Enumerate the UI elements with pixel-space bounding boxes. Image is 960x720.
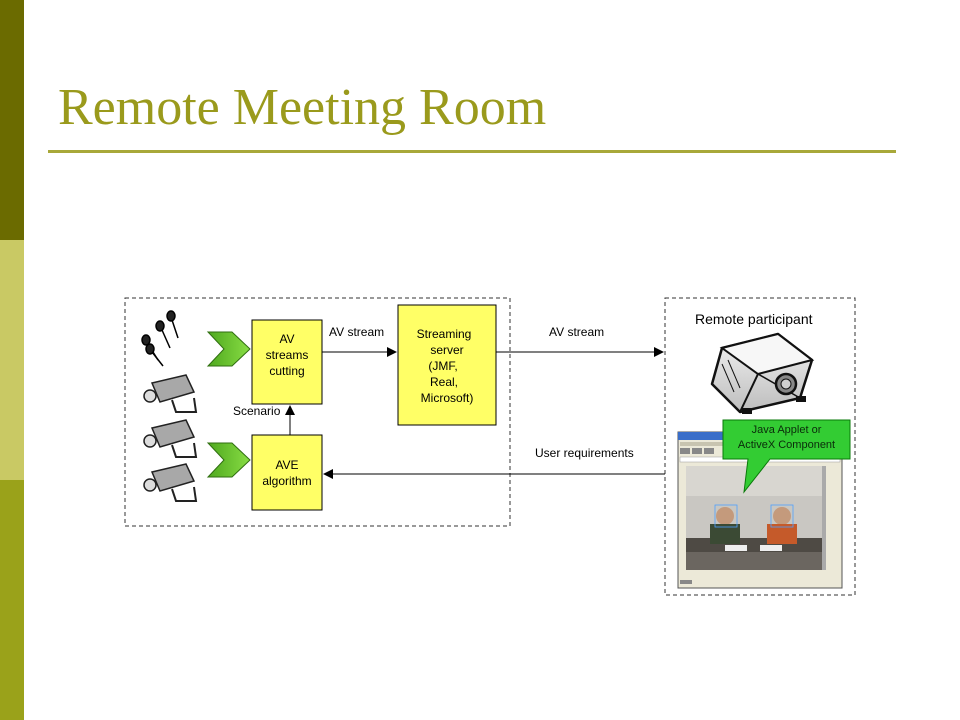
- input-chevron-upper: [206, 331, 251, 367]
- callout-bubble: [722, 419, 851, 494]
- edge-label-av-stream-left: AV stream: [329, 325, 385, 339]
- edge-label-av-stream-right: AV stream: [549, 325, 605, 339]
- av-cutting-line-3: cutting: [269, 364, 305, 378]
- ave-algorithm-box: [251, 434, 323, 511]
- local-site-container: [124, 297, 511, 527]
- camera-icon-2: [143, 419, 198, 458]
- projector-icon: [710, 332, 815, 414]
- microphones-icon: [141, 310, 179, 367]
- server-line-4: Real,: [429, 375, 458, 389]
- page-title: Remote Meeting Room: [58, 79, 547, 136]
- camera-icon-3: [143, 463, 198, 502]
- participant-right: [773, 507, 791, 525]
- callout-text: Java Applet or ActiveX Component: [723, 423, 850, 453]
- streaming-server-box: [397, 304, 497, 426]
- av-streams-cutting-box: [251, 319, 323, 405]
- callout-line-2: ActiveX Component: [737, 439, 836, 451]
- streaming-server-label: Streaming server (JMF, Real, Microsoft): [398, 326, 496, 406]
- sidebar-band-bottom: [0, 480, 24, 720]
- av-streams-cutting-label: AV streams cutting: [252, 331, 322, 379]
- edge-label-scenario: Scenario: [233, 404, 281, 418]
- title-underline: [48, 150, 896, 153]
- server-line-3: (JMF,: [428, 359, 458, 373]
- sidebar-band-top: [0, 0, 24, 240]
- remote-site-container: [664, 297, 856, 596]
- server-line-5: Microsoft): [420, 391, 474, 405]
- participant-left: [716, 507, 734, 525]
- callout-line-1: Java Applet or: [751, 424, 822, 436]
- remote-participant-label: Remote participant: [695, 311, 813, 327]
- server-line-1: Streaming: [416, 327, 472, 341]
- av-cutting-line-2: streams: [265, 348, 309, 362]
- camera-icon-1: [143, 374, 198, 413]
- av-cutting-line-1: AV: [279, 332, 295, 346]
- edge-label-user-requirements: User requirements: [535, 446, 634, 460]
- sidebar-band-middle: [0, 240, 24, 480]
- server-line-2: server: [430, 343, 464, 357]
- ave-line-1: AVE: [275, 458, 299, 472]
- input-chevron-lower: [206, 442, 251, 478]
- ave-line-2: algorithm: [262, 474, 312, 488]
- ave-algorithm-label: AVE algorithm: [252, 457, 322, 489]
